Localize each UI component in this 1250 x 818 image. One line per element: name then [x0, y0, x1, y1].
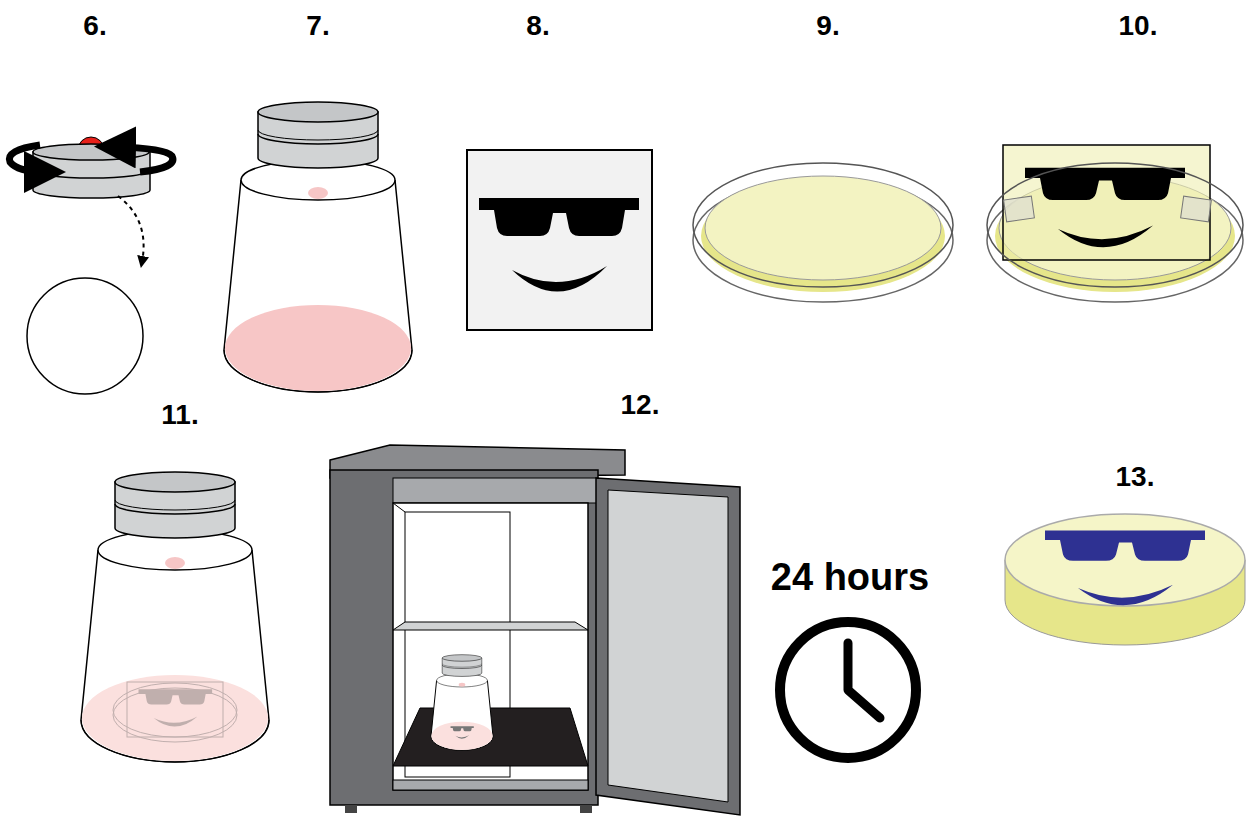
step-number: 12. [621, 391, 660, 419]
lid-with-knob [9, 137, 172, 394]
petri-dish [693, 163, 953, 302]
step-number: 13. [1116, 463, 1155, 491]
duration-label: 24 hours [771, 558, 929, 596]
step-number: 9. [816, 12, 839, 40]
dish-with-stencil [987, 145, 1243, 302]
step-number: 6. [83, 12, 106, 40]
jar [224, 102, 412, 392]
emoji-stencil [467, 150, 652, 330]
clock-icon [780, 622, 916, 758]
jar-over-dish [81, 472, 269, 762]
result-dish [1005, 514, 1245, 645]
step-number: 11. [161, 401, 198, 429]
incubator [330, 445, 740, 815]
step-number: 8. [526, 12, 549, 40]
step-number: 7. [306, 12, 329, 40]
step-number: 10. [1119, 12, 1158, 40]
